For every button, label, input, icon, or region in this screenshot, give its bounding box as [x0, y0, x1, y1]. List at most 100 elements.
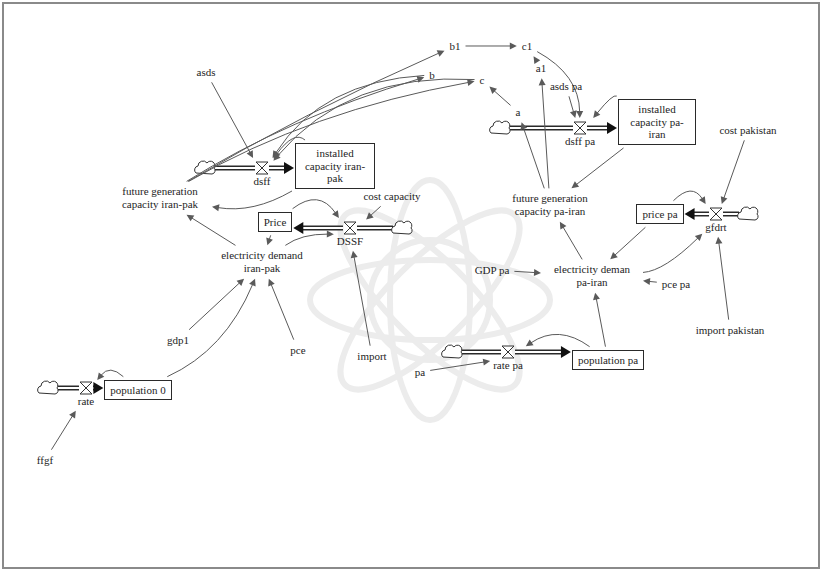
link-line [466, 45, 511, 46]
auxiliary-variable: pa [413, 365, 427, 380]
causal-link [51, 411, 75, 450]
causal-link [721, 140, 745, 204]
auxiliary-variable: c1 [520, 39, 534, 54]
valve-symbol [573, 121, 587, 135]
link-line [673, 191, 702, 201]
link-line [293, 200, 336, 213]
pipe-line [515, 350, 562, 355]
causal-link [521, 122, 545, 188]
arrow-head [561, 346, 571, 358]
causal-link [97, 370, 123, 380]
variable-name: population pa [578, 354, 638, 367]
valve-symbol [255, 161, 269, 175]
valve-shape [344, 222, 356, 234]
causal-link [643, 278, 657, 285]
valve-symbol [343, 221, 357, 235]
auxiliary-variable: a1 [534, 61, 548, 76]
auxiliary-variable: b [427, 68, 437, 83]
variable-name: ffgf [37, 454, 53, 467]
arrow-head [571, 181, 579, 188]
stock-box: Price [258, 212, 293, 233]
link-line [212, 82, 251, 152]
watermark-petal [317, 187, 543, 413]
variable-name: electricity deman pa-iran [546, 263, 638, 288]
causal-link [610, 227, 645, 259]
link-line [542, 84, 549, 188]
link-line [430, 362, 484, 370]
cloud-symbol [392, 221, 412, 234]
arrow-head [560, 222, 567, 230]
link-line [724, 140, 745, 198]
watermark-petal [390, 180, 470, 420]
arrow-head [699, 196, 706, 204]
variable-name: b1 [450, 40, 461, 53]
causal-link [466, 42, 517, 49]
link-line [218, 191, 292, 209]
causal-link [268, 279, 294, 340]
pipe [57, 386, 79, 391]
flow-valve: DSSF [337, 221, 363, 248]
variable-name: DSSF [337, 235, 363, 248]
flow-pipe [685, 208, 709, 220]
arrow-head [526, 339, 534, 346]
pipe-line [694, 212, 709, 217]
pipe [509, 126, 573, 131]
variable-name: dsff [254, 175, 271, 188]
causal-link [526, 334, 590, 346]
pipe [461, 351, 501, 353]
pipe [509, 127, 573, 129]
arrow-head [284, 162, 294, 174]
watermark-ring [370, 240, 490, 360]
link-line [167, 284, 252, 376]
cloud-symbol [442, 345, 462, 358]
valve-shape [80, 382, 92, 394]
link-line [719, 243, 729, 320]
link-line [101, 370, 123, 377]
auxiliary-variable: GDP pa [473, 263, 512, 278]
causal-link [571, 148, 623, 188]
valve-shape [502, 346, 514, 358]
flow-pipe [515, 346, 571, 358]
stock-box: population pa [572, 350, 644, 371]
stock-box: installed capacity pa-iran [618, 99, 696, 145]
link-line [523, 128, 544, 188]
valve-symbol [709, 207, 723, 221]
causal-link [366, 206, 381, 219]
link-line [285, 234, 327, 245]
causal-link [167, 279, 255, 377]
link-line [271, 284, 294, 339]
auxiliary-variable: pce pa [660, 277, 692, 292]
causal-link [489, 87, 510, 106]
variable-name: c [480, 74, 485, 87]
pipe-line [269, 166, 285, 171]
pipe-line [302, 226, 343, 231]
pipe [57, 387, 79, 389]
arrow-head [293, 222, 303, 234]
auxiliary-variable: asds pa [548, 79, 584, 94]
link-line [51, 416, 72, 450]
variable-name: a1 [536, 62, 546, 75]
variable-name: import [357, 350, 386, 363]
auxiliary-variable: gdp1 [165, 333, 191, 348]
causal-link [212, 82, 253, 158]
arrow-head [576, 111, 583, 118]
variable-name: dsff pa [565, 135, 595, 148]
auxiliary-variable: ffgf [35, 453, 55, 468]
causal-link [539, 78, 549, 188]
auxiliary-variable: future generation capacity iran-pak [111, 184, 209, 211]
flow-valve: dsff pa [565, 121, 595, 148]
arrow-head [93, 382, 103, 394]
flow-pipe [269, 162, 294, 174]
flow-valve: gfdrt [705, 207, 726, 234]
pipe [723, 213, 739, 215]
causal-link [212, 191, 292, 211]
variable-name: population 0 [110, 384, 165, 397]
variable-name: electricity demand iran-pak [213, 249, 311, 274]
link-line [534, 58, 536, 62]
watermark-logo [310, 180, 550, 420]
causal-link [673, 191, 705, 204]
link-line [597, 96, 617, 114]
